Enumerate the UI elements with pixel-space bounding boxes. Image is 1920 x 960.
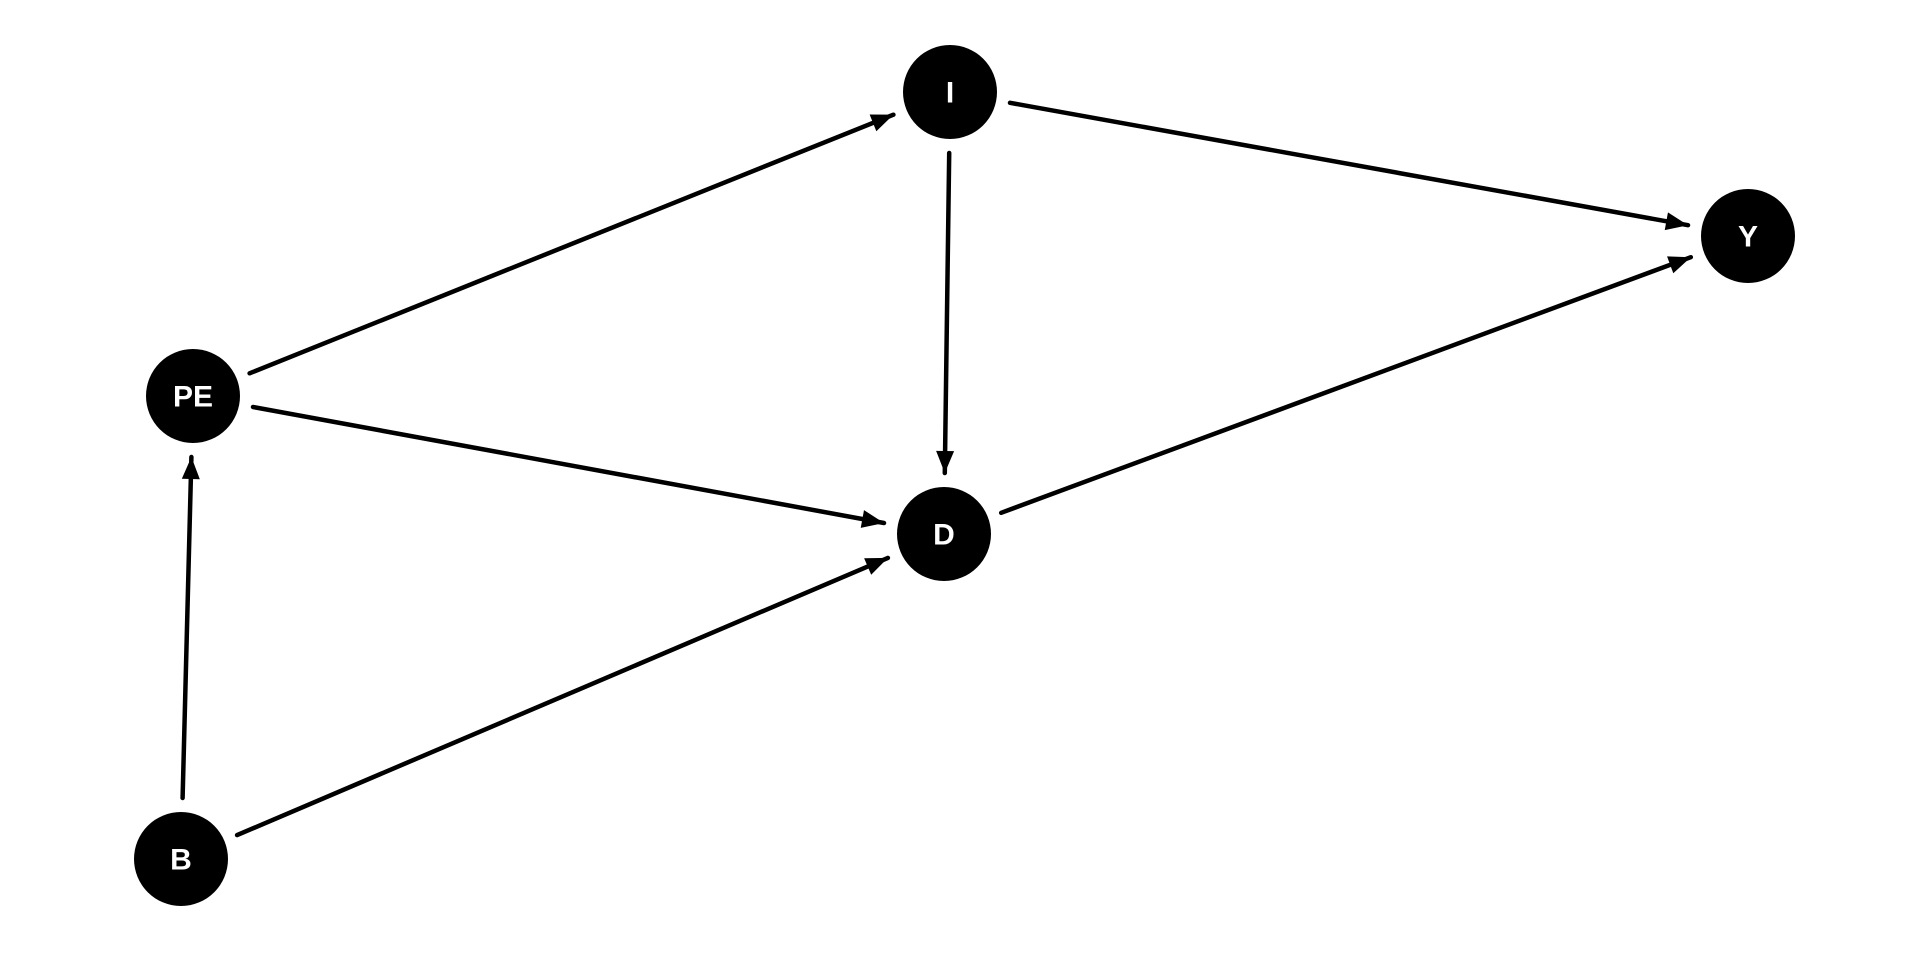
edge-B-to-PE <box>180 454 200 801</box>
edge-PE-to-I <box>247 112 896 376</box>
edge-I-to-Y <box>1007 100 1691 231</box>
node-PE: PE <box>146 349 240 443</box>
node-label-Y: Y <box>1738 221 1758 254</box>
node-D: D <box>897 487 991 581</box>
node-Y: Y <box>1701 189 1795 283</box>
node-circle-Y <box>1701 189 1795 283</box>
edge-PE-to-D <box>250 404 887 528</box>
node-circle-D <box>897 487 991 581</box>
edge-B-to-D <box>234 555 891 838</box>
node-label-I: I <box>946 77 954 110</box>
nodes-layer: I Y PE D B <box>134 45 1795 906</box>
node-circle-I <box>903 45 997 139</box>
node-label-PE: PE <box>173 381 213 414</box>
node-I: I <box>903 45 997 139</box>
node-circle-B <box>134 812 228 906</box>
edge-I-to-D <box>936 150 955 476</box>
node-B: B <box>134 812 228 906</box>
node-circle-PE <box>146 349 240 443</box>
node-label-B: B <box>170 844 192 877</box>
edges-layer <box>180 100 1694 838</box>
edge-D-to-Y <box>998 254 1694 516</box>
node-label-D: D <box>933 519 955 552</box>
